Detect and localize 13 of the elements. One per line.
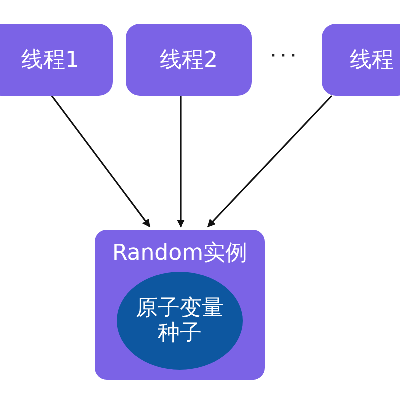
arrow bbox=[51, 96, 151, 228]
instance-box bbox=[95, 230, 265, 380]
thread-box bbox=[322, 24, 400, 96]
node-label: 线程2 bbox=[160, 47, 218, 75]
thread-box bbox=[126, 24, 252, 96]
node-label: 原子变量种子 bbox=[135, 296, 225, 346]
thread-box bbox=[0, 24, 113, 96]
node-label: 线程1 bbox=[22, 47, 80, 75]
node-label: Random实例 bbox=[112, 240, 248, 268]
ellipsis-label: ··· bbox=[270, 44, 300, 69]
node-label: 线程 bbox=[350, 47, 394, 75]
arrow bbox=[207, 95, 333, 228]
arrow bbox=[177, 96, 185, 228]
